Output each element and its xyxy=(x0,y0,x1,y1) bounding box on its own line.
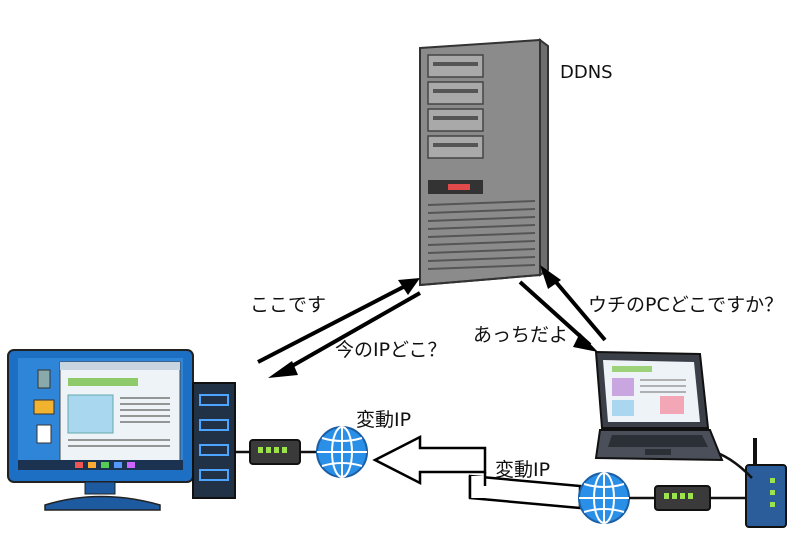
dynamic-ip-lower-label: 変動IP xyxy=(495,459,551,481)
right-modem-icon xyxy=(654,485,711,511)
wifi-router-icon xyxy=(745,438,787,528)
response-arrow-server-to-desktop xyxy=(268,291,421,378)
request-arrow-desktop-to-server xyxy=(257,278,420,364)
left-modem-icon xyxy=(249,439,301,465)
right-globe-icon xyxy=(578,472,630,524)
here-it-is-label: ここです xyxy=(250,294,327,316)
laptop-icon xyxy=(594,350,724,462)
where-is-ip-now-label: 今のIPどこ？ xyxy=(335,339,447,361)
ddns-label: DDNS xyxy=(560,62,613,83)
where-is-home-pc-label: ウチのPCどこですか？ xyxy=(588,294,784,316)
over-there-label: あっちだよ xyxy=(473,324,569,346)
desktop-monitor-icon xyxy=(7,349,194,511)
desktop-tower-icon xyxy=(192,382,236,499)
request-arrow-laptop-to-server xyxy=(540,265,607,342)
server-icon xyxy=(419,38,549,287)
response-arrow-server-to-laptop xyxy=(518,280,598,352)
dynamic-ip-upper-label: 変動IP xyxy=(356,409,412,431)
left-globe-icon xyxy=(316,426,368,478)
